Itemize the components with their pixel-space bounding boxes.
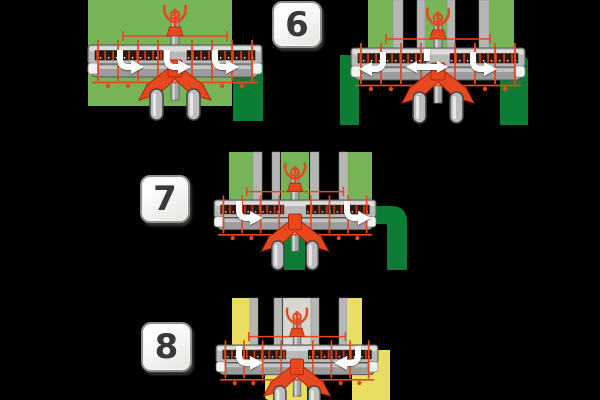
frame-column — [478, 0, 490, 51]
step-number-8: 8 — [154, 327, 179, 367]
crop-column — [348, 152, 372, 202]
dry-crop-column — [347, 298, 362, 347]
step-badge-8: 8 — [141, 322, 192, 372]
green-swath-elbow-right — [371, 206, 407, 270]
crop-column — [489, 0, 514, 50]
step-number-6: 6 — [285, 4, 309, 45]
frame-column — [392, 0, 404, 51]
frame-column — [273, 297, 283, 348]
step-badge-7: 7 — [140, 175, 190, 223]
frame-column — [310, 297, 320, 348]
frame-column — [271, 151, 281, 203]
panel-step7 — [212, 151, 407, 272]
dry-crop-column — [232, 298, 250, 347]
panel-step6-right — [340, 0, 528, 125]
frame-column — [252, 151, 263, 203]
frame-column — [416, 0, 426, 51]
step-badge-6: 6 — [272, 1, 322, 48]
frame-column — [249, 297, 259, 348]
crop-column — [229, 152, 253, 202]
crop-column — [368, 0, 393, 50]
frame-column — [309, 151, 320, 203]
frame-column — [446, 0, 456, 51]
panel-step8 — [214, 297, 390, 400]
panel-step6-left — [86, 0, 264, 122]
step-number-7: 7 — [153, 179, 177, 219]
